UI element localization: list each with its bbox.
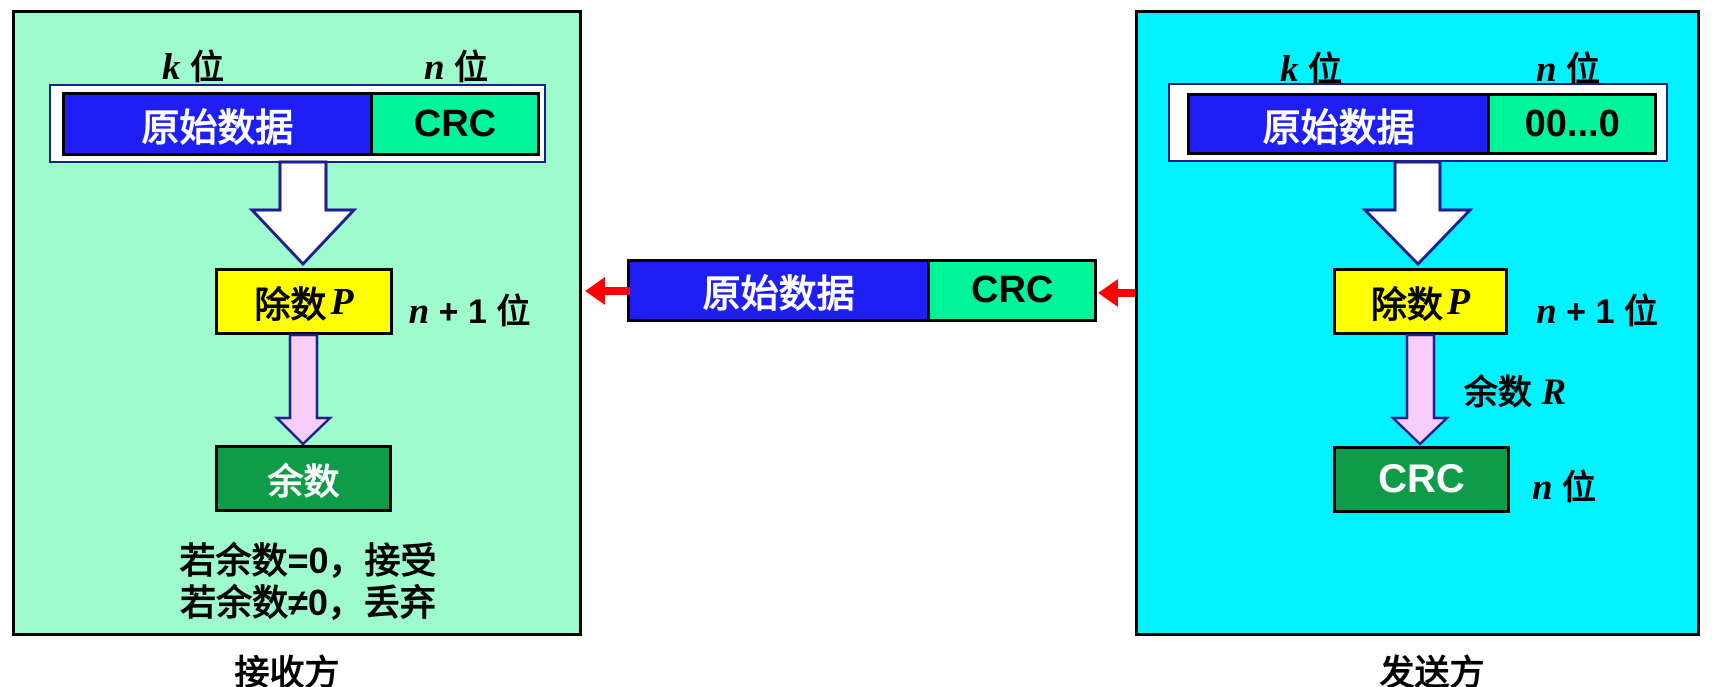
sender-k-bits-label: k 位 [1280, 49, 1342, 90]
sender-crc-box: CRC [1333, 446, 1510, 513]
channel-data-segment: 原始数据 [630, 262, 928, 319]
sender-caption: 发送方 [1379, 654, 1485, 687]
sender-pink-arrow-icon [1389, 333, 1451, 446]
sender-n-bits-result-label: n 位 [1531, 467, 1597, 508]
receiver-note-accept: 若余数=0，接受 [179, 540, 437, 581]
sender-divisor-box: 除数 P [1333, 268, 1508, 335]
receiver-note-discard: 若余数≠0，丢弃 [180, 582, 436, 623]
sender-n-plus-1-label: n + 1 位 [1536, 291, 1658, 332]
sender-data-segment: 原始数据 [1190, 96, 1488, 152]
channel-right-red-arrow-icon [1098, 279, 1140, 307]
receiver-remainder-box: 余数 [215, 445, 392, 512]
receiver-down-arrow-icon [248, 160, 358, 267]
receiver-caption: 接收方 [234, 654, 340, 687]
channel-crc-segment: CRC [927, 262, 1094, 319]
receiver-n-bits-label: n 位 [423, 47, 489, 88]
receiver-notes: 若余数=0，接受 若余数≠0，丢弃 [108, 540, 508, 624]
receiver-data-segment: 原始数据 [65, 95, 370, 153]
receiver-data-bar: 原始数据 CRC [62, 92, 540, 156]
receiver-crc-segment: CRC [369, 95, 537, 153]
channel-left-red-arrow-icon [585, 277, 630, 305]
receiver-divisor-box: 除数 P [215, 268, 393, 335]
sender-remainder-label: 余数 R [1463, 372, 1567, 413]
sender-down-arrow-icon [1361, 160, 1474, 267]
receiver-k-bits-label: k 位 [162, 47, 224, 88]
sender-n-bits-label: n 位 [1535, 49, 1601, 90]
receiver-pink-arrow-icon [273, 333, 334, 446]
receiver-n-plus-1-label: n + 1 位 [408, 291, 531, 332]
sender-zeros-segment: 00...0 [1487, 96, 1654, 152]
channel-frame-bar: 原始数据 CRC [627, 259, 1097, 322]
sender-data-bar: 原始数据 00...0 [1187, 93, 1657, 155]
